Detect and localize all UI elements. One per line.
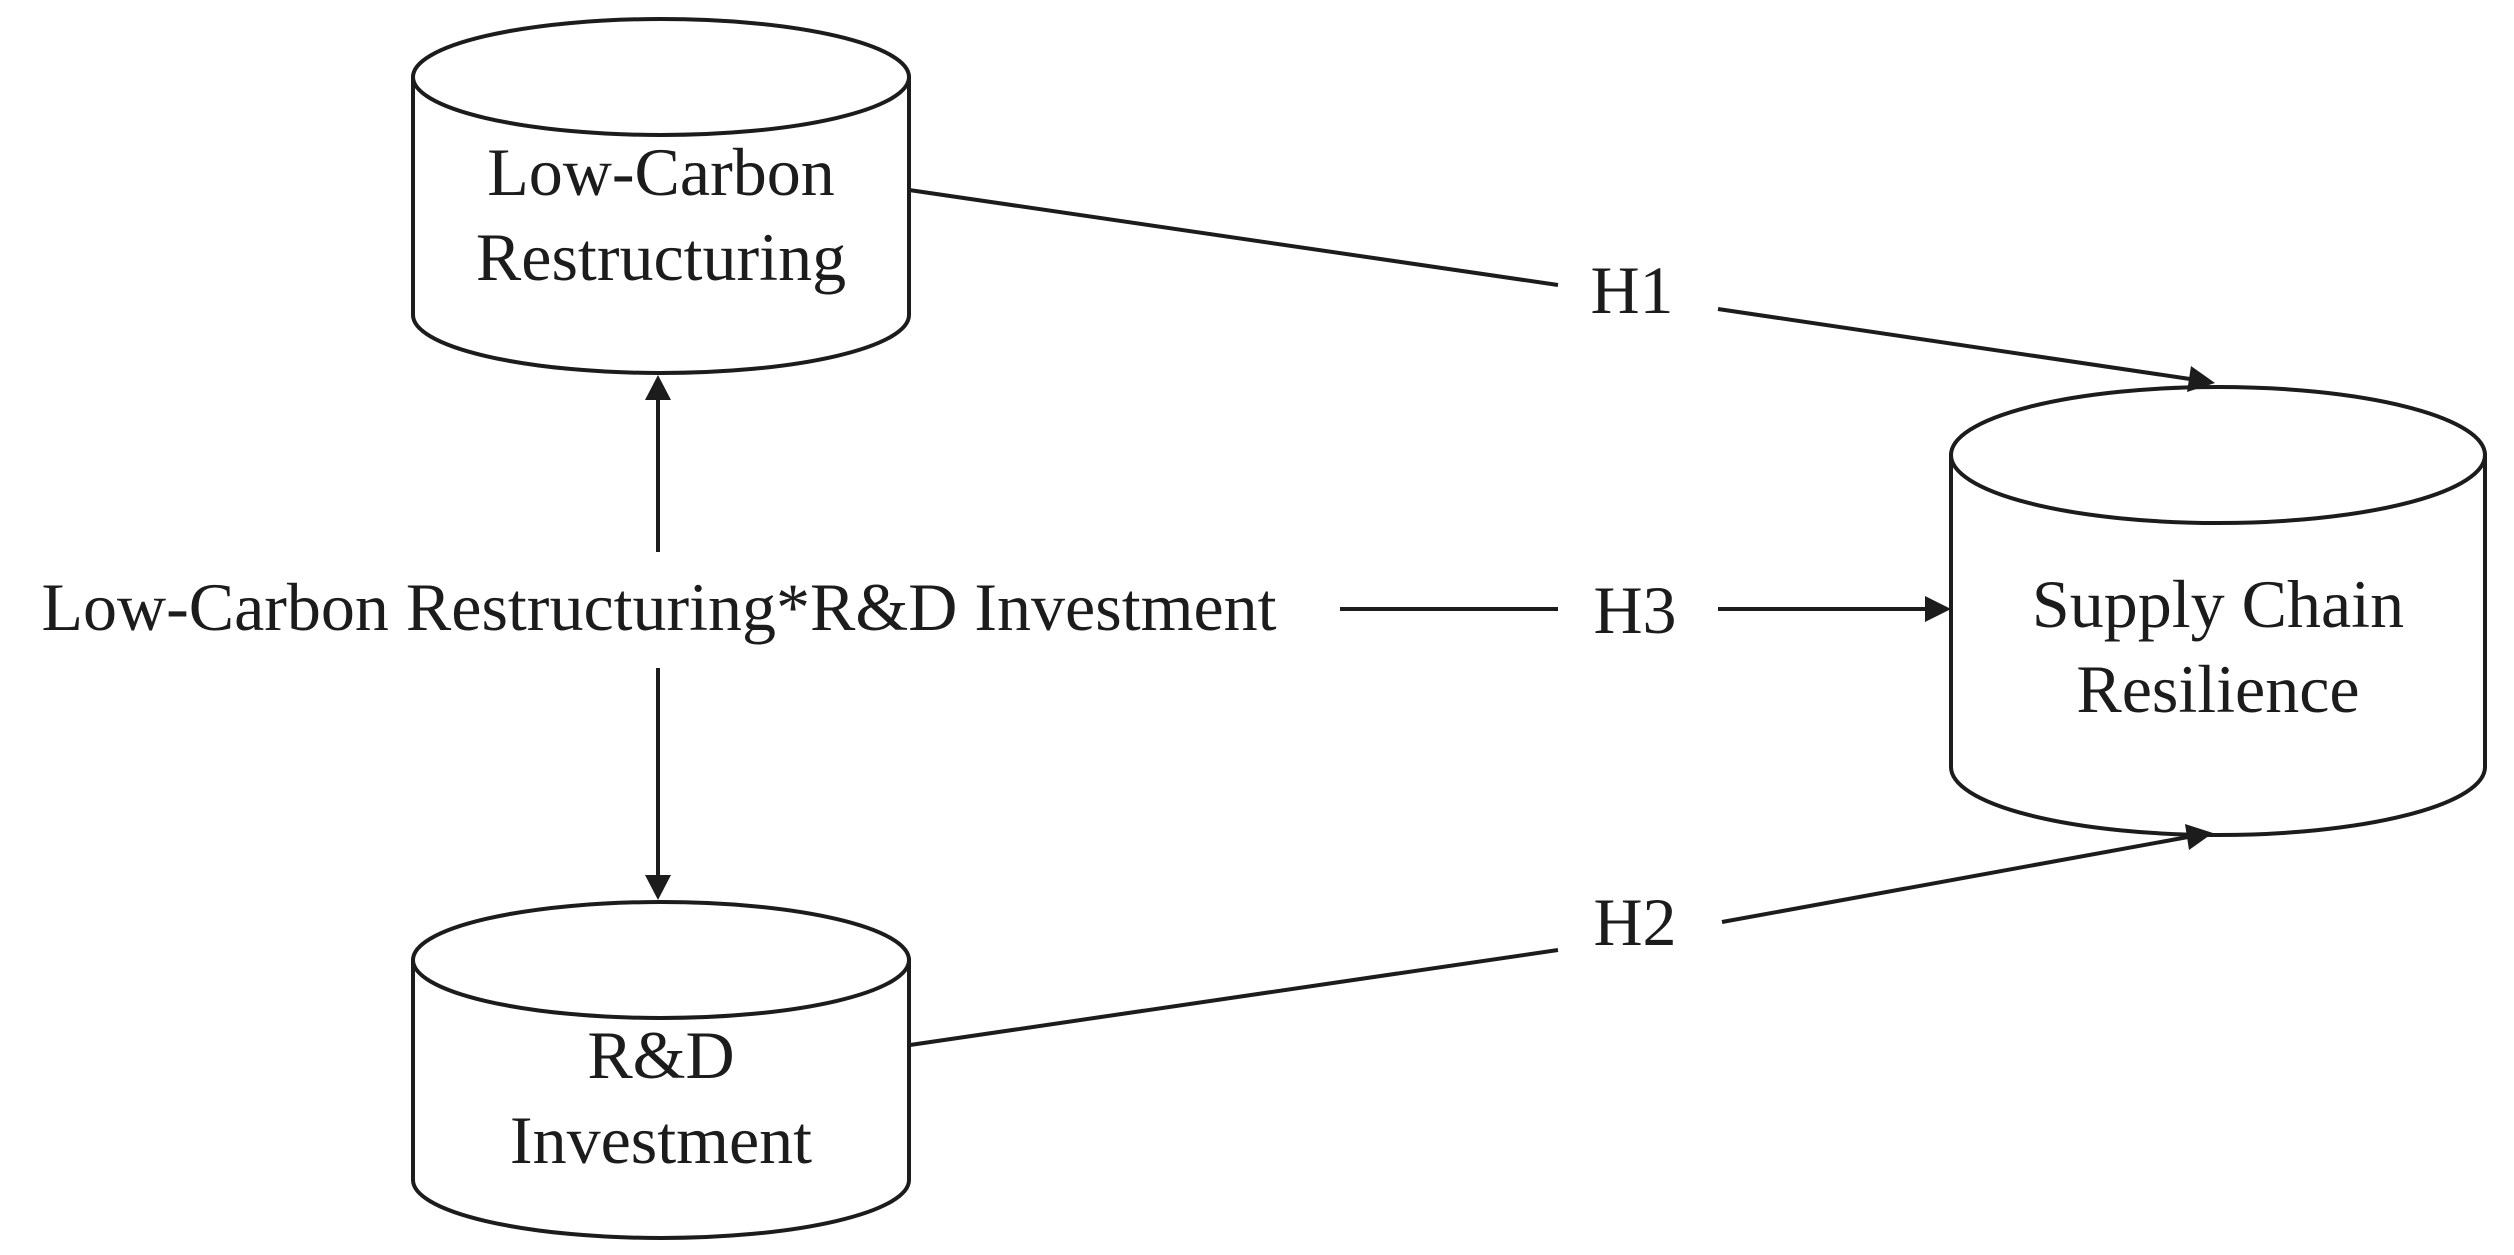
- arrowhead-down-icon: [645, 875, 671, 900]
- edge-h1-segment-left: [908, 188, 1559, 287]
- edge-h2-segment-left: [909, 948, 1559, 1047]
- node-label-line1: Low-Carbon: [487, 134, 834, 210]
- node-label-line1: Supply Chain: [2032, 566, 2404, 642]
- edge-h2: H2: [909, 824, 2213, 1047]
- node-label-line1: R&D: [587, 1017, 734, 1093]
- edge-h3: H3: [1340, 572, 1951, 648]
- node-label-line2: Restructuring: [476, 219, 846, 295]
- cylinder-top-ellipse: [1949, 385, 2487, 525]
- edge-h3-label: H3: [1593, 572, 1676, 648]
- cylinder-body: [1949, 453, 2487, 837]
- node-rd-investment: R&D Investment: [411, 900, 911, 1240]
- cylinder-body: [411, 75, 911, 375]
- node-label-line2: Investment: [510, 1102, 812, 1178]
- arrowhead-right-icon: [2185, 824, 2213, 850]
- edge-h1-segment-right: [1717, 307, 2191, 381]
- edge-h1-label: H1: [1590, 252, 1673, 328]
- arrowhead-right-icon: [2187, 366, 2215, 392]
- cylinder-top-ellipse: [411, 17, 911, 137]
- interaction-double-arrow: [645, 375, 671, 900]
- arrowhead-right-icon: [1925, 596, 1951, 622]
- node-label-line2: Resilience: [2076, 651, 2359, 727]
- moderator-label: Low-Carbon Restructuring*R&D Investment: [41, 569, 1276, 645]
- node-low-carbon-restructuring: Low-Carbon Restructuring: [411, 17, 911, 375]
- edge-h2-label: H2: [1593, 884, 1676, 960]
- edge-h2-segment-right: [1721, 835, 2189, 924]
- arrowhead-up-icon: [645, 375, 671, 400]
- cylinder-body: [411, 958, 911, 1240]
- cylinder-top-ellipse: [411, 900, 911, 1020]
- edge-h1: H1: [908, 188, 2215, 392]
- node-supply-chain-resilience: Supply Chain Resilience: [1949, 385, 2487, 837]
